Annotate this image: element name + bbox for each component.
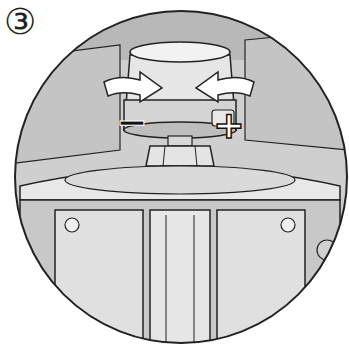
step-number: ③ bbox=[4, 4, 36, 40]
plus-sign: + bbox=[213, 106, 245, 144]
minus-sign: − bbox=[116, 103, 148, 141]
